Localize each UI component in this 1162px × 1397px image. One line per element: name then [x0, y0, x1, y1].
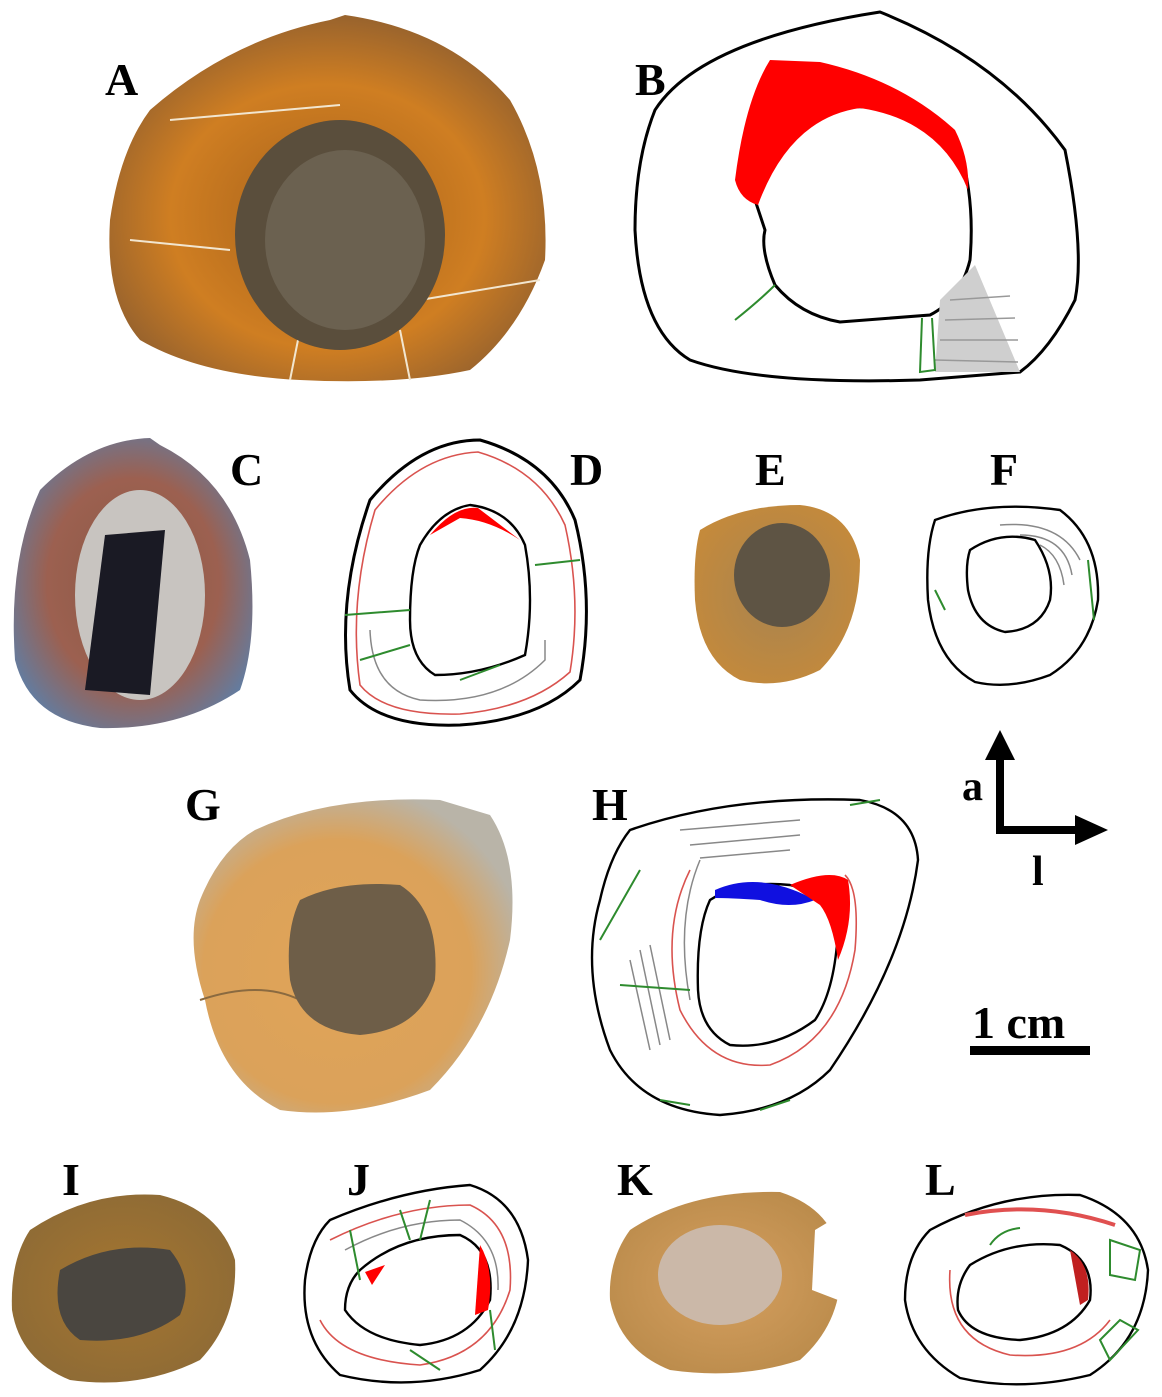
panel-b-drawing — [633, 10, 1080, 383]
panel-c-photo — [13, 438, 253, 729]
panel-label-f: F — [990, 444, 1018, 495]
panel-d-drawing — [344, 438, 588, 727]
panel-label-d: D — [570, 444, 603, 495]
panel-k-photo — [609, 1191, 850, 1374]
panel-f-drawing — [926, 505, 1100, 686]
panel-j-drawing — [303, 1183, 530, 1384]
panel-label-h: H — [592, 779, 628, 830]
panel-label-c: C — [230, 444, 263, 495]
panel-a-photo — [109, 15, 546, 382]
panel-l-drawing — [903, 1193, 1150, 1386]
panel-label-g: G — [185, 779, 221, 830]
panel-h-drawing — [590, 798, 920, 1117]
scale-bar-label: 1 cm — [972, 997, 1065, 1048]
panel-g-photo — [193, 799, 513, 1113]
lateral-label: l — [1032, 849, 1044, 895]
panel-label-a: A — [105, 54, 138, 105]
panel-label-l: L — [925, 1154, 956, 1205]
panel-label-k: K — [617, 1154, 653, 1205]
panel-label-e: E — [755, 444, 786, 495]
anterior-label: a — [962, 764, 983, 810]
panel-i-photo — [11, 1194, 236, 1383]
panel-label-b: B — [635, 54, 666, 105]
scale-bar — [970, 1046, 1090, 1055]
panel-label-i: I — [62, 1154, 80, 1205]
panel-label-j: J — [347, 1154, 370, 1205]
panel-e-photo — [694, 505, 860, 684]
orientation-arrows — [985, 730, 1108, 845]
